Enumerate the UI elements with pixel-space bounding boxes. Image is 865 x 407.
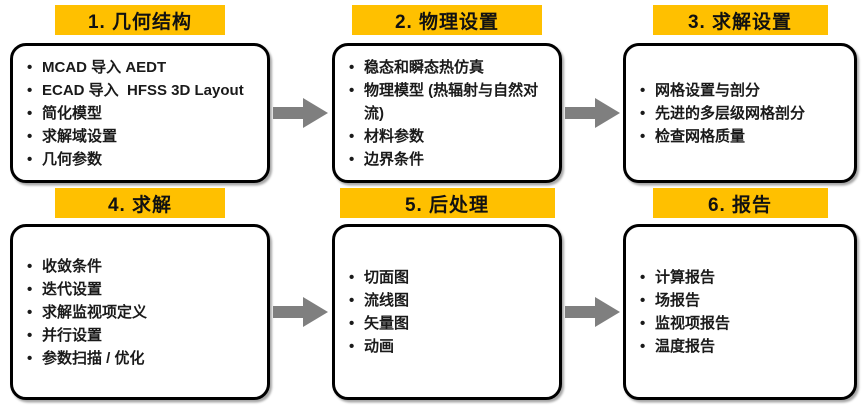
step-item: 流线图	[347, 289, 551, 312]
step-2-header: 2. 物理设置	[352, 5, 542, 35]
workflow-row-1: 1. 几何结构 MCAD 导入 AEDT ECAD 导入 HFSS 3D Lay…	[0, 5, 857, 183]
step-item: 迭代设置	[25, 278, 259, 301]
step-item: 动画	[347, 335, 551, 358]
step-item: 先进的多层级网格剖分	[638, 102, 846, 125]
step-item: 监视项报告	[638, 312, 846, 335]
step-item: 参数扫描 / 优化	[25, 347, 259, 370]
step-6-box: 计算报告 场报告 监视项报告 温度报告	[623, 224, 857, 400]
step-item: 收敛条件	[25, 255, 259, 278]
step-5: 5. 后处理 切面图 流线图 矢量图 动画	[332, 188, 562, 400]
step-3-header: 3. 求解设置	[652, 5, 828, 35]
step-4: 4. 求解 收敛条件 迭代设置 求解监视项定义 并行设置 参数扫描 / 优化	[10, 188, 270, 400]
step-item: 温度报告	[638, 335, 846, 358]
step-item: 材料参数	[347, 125, 551, 148]
step-item: 并行设置	[25, 324, 259, 347]
step-item: 稳态和瞬态热仿真	[347, 56, 551, 79]
arrow-cell	[562, 188, 623, 328]
step-1-header: 1. 几何结构	[55, 5, 225, 35]
step-1: 1. 几何结构 MCAD 导入 AEDT ECAD 导入 HFSS 3D Lay…	[10, 5, 270, 183]
arrow-cell	[270, 5, 332, 129]
arrow-right-icon	[564, 97, 621, 129]
step-5-header: 5. 后处理	[339, 188, 555, 218]
step-3: 3. 求解设置 网格设置与剖分 先进的多层级网格剖分 检查网格质量	[623, 5, 857, 183]
step-item: 求解监视项定义	[25, 301, 259, 324]
step-6-header: 6. 报告	[652, 188, 828, 218]
step-item: 计算报告	[638, 266, 846, 289]
step-2-box: 稳态和瞬态热仿真 物理模型 (热辐射与自然对流) 材料参数 边界条件	[332, 43, 562, 183]
step-item: 物理模型 (热辐射与自然对流)	[347, 79, 551, 125]
step-item: MCAD 导入 AEDT	[25, 56, 259, 79]
step-5-box: 切面图 流线图 矢量图 动画	[332, 224, 562, 400]
step-item: 几何参数	[25, 148, 259, 171]
arrow-right-icon	[273, 296, 329, 328]
step-item: 场报告	[638, 289, 846, 312]
step-4-list: 收敛条件 迭代设置 求解监视项定义 并行设置 参数扫描 / 优化	[13, 251, 267, 374]
step-item: ECAD 导入 HFSS 3D Layout	[25, 79, 259, 102]
step-4-box: 收敛条件 迭代设置 求解监视项定义 并行设置 参数扫描 / 优化	[10, 224, 270, 400]
step-2-list: 稳态和瞬态热仿真 物理模型 (热辐射与自然对流) 材料参数 边界条件	[335, 52, 559, 175]
step-3-box: 网格设置与剖分 先进的多层级网格剖分 检查网格质量	[623, 43, 857, 183]
step-item: 矢量图	[347, 312, 551, 335]
arrow-cell	[562, 5, 623, 129]
arrow-cell	[270, 188, 332, 328]
step-item: 简化模型	[25, 102, 259, 125]
arrow-right-icon	[564, 296, 621, 328]
step-1-list: MCAD 导入 AEDT ECAD 导入 HFSS 3D Layout 简化模型…	[13, 52, 267, 175]
step-6: 6. 报告 计算报告 场报告 监视项报告 温度报告	[623, 188, 857, 400]
step-item: 求解域设置	[25, 125, 259, 148]
step-2: 2. 物理设置 稳态和瞬态热仿真 物理模型 (热辐射与自然对流) 材料参数 边界…	[332, 5, 562, 183]
step-1-box: MCAD 导入 AEDT ECAD 导入 HFSS 3D Layout 简化模型…	[10, 43, 270, 183]
step-item: 边界条件	[347, 148, 551, 171]
step-item: 切面图	[347, 266, 551, 289]
step-5-list: 切面图 流线图 矢量图 动画	[335, 262, 559, 362]
step-item: 检查网格质量	[638, 125, 846, 148]
arrow-right-icon	[273, 97, 329, 129]
workflow-row-2: 4. 求解 收敛条件 迭代设置 求解监视项定义 并行设置 参数扫描 / 优化 5…	[0, 188, 857, 400]
step-6-list: 计算报告 场报告 监视项报告 温度报告	[626, 262, 854, 362]
step-4-header: 4. 求解	[55, 188, 225, 218]
step-item: 网格设置与剖分	[638, 79, 846, 102]
step-3-list: 网格设置与剖分 先进的多层级网格剖分 检查网格质量	[626, 75, 854, 152]
